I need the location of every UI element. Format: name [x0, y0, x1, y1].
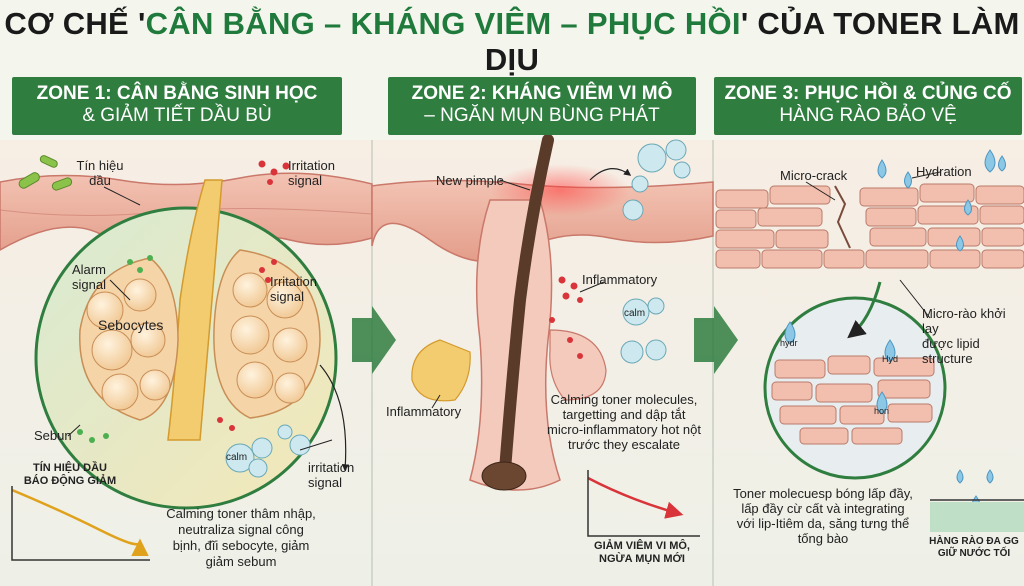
- leader-lines: [67, 171, 941, 451]
- hair-shaft: [499, 134, 554, 476]
- zone1-trend-line: [11, 488, 149, 557]
- zone3-zoom-cells: [771, 355, 935, 445]
- label-sebun: Sebun: [34, 428, 72, 443]
- label-hydration: Hydration: [916, 164, 972, 179]
- title-accent: CÂN BẰNG – KHÁNG VIÊM – PHỤC HỒI: [145, 6, 741, 41]
- zone1-header-line2: & GIẢM TIẾT DẦU BÙ: [82, 105, 272, 126]
- zone1-irritation-dots: [217, 160, 290, 431]
- label-irritation-top: Irritation signal: [288, 158, 335, 188]
- label-irritation-mid: Irritation signal: [270, 274, 317, 304]
- micro-crack-line: [834, 185, 851, 249]
- zone3-header-line1: ZONE 3: PHỤC HỒI & CỦNG CỐ: [724, 83, 1012, 104]
- zone1-alarm-dots: [77, 255, 153, 443]
- zone3-header: ZONE 3: PHỤC HỒI & CỦNG CỐ HÀNG RÀO BẢO …: [714, 77, 1022, 135]
- zone2-inflammatory-dots: [549, 276, 583, 359]
- zone1-header-line1: ZONE 1: CÂN BẰNG SINH HỌC: [36, 83, 318, 104]
- label-hydr: hydr: [780, 338, 798, 348]
- zone2-header-line2: – NGĂN MỤN BÙNG PHÁT: [424, 105, 660, 126]
- zone2-header-line1: ZONE 2: KHÁNG VIÊM VI MÔ: [411, 83, 673, 104]
- label-alarm-signal: Alarm signal: [72, 262, 106, 292]
- label-micro-crack: Micro-crack: [780, 168, 848, 183]
- sebocyte-cells: [86, 272, 308, 411]
- zone3-box-caption: HÀNG RÀO ĐA GG GIỮ NƯỚC TỐI: [929, 536, 1019, 559]
- zone2-box-caption: GIẢM VIÊM VI MÔ, NGỪA MỤN MỚI: [594, 540, 690, 565]
- label-sebocytes: Sebocytes: [98, 317, 164, 333]
- zone2-caption: Calming toner molecules, targetting and …: [547, 392, 701, 452]
- arrow-zone2-to-zone3: [694, 306, 738, 374]
- zone1-calm-molecules: [225, 424, 311, 478]
- zone3-cell-layer: [715, 183, 1024, 269]
- title-prefix: CƠ CHẾ ': [4, 6, 146, 41]
- zone2-calm-molecules: [620, 139, 691, 364]
- bacteria-decor: [18, 155, 73, 191]
- label-hon: hon: [874, 406, 890, 416]
- label-tin-hieu-dau: Tín hiệu dầu: [76, 158, 124, 188]
- label-inflammatory-left: Inflammatory: [386, 404, 462, 419]
- hair-bulb: [481, 461, 527, 491]
- label-irritation-bottom: irritation signal: [308, 460, 355, 490]
- zone1-box-caption: TÍN HIỆU DẦU BÁO ĐỘNG GIẢM: [23, 462, 117, 487]
- label-new-pimple: New pimple: [436, 173, 504, 188]
- zone2-trend-line: [587, 476, 684, 519]
- hydration-drops: [784, 149, 1006, 519]
- zone1-header: ZONE 1: CÂN BẰNG SINH HỌC & GIẢM TIẾT DẦ…: [12, 77, 342, 135]
- zone3-header-line2: HÀNG RÀO BẢO VỆ: [779, 105, 957, 126]
- label-zone1-calm: calm: [226, 452, 248, 463]
- zone1-caption: Calming toner thâm nhập, neutraliza sign…: [166, 506, 316, 569]
- zone3-caption: Toner molecuesp bóng lấp đầy, lấp đầy cừ…: [733, 486, 913, 546]
- title-suffix: ' CỦA TONER LÀM DỊU: [484, 6, 1020, 77]
- zone2-follicle: [411, 134, 607, 491]
- label-zone2-calm: calm: [624, 308, 646, 319]
- label-micro-rao: Micro-rào khởi lay được lipid structure: [922, 306, 1006, 366]
- label-inflammatory-right: Inflammatory: [582, 272, 658, 287]
- label-hyd: Hyd: [882, 354, 899, 364]
- arrow-zone1-to-zone2: [352, 306, 396, 374]
- page-title: CƠ CHẾ 'CÂN BẰNG – KHÁNG VIÊM – PHỤC HỒI…: [0, 6, 1024, 78]
- zone2-header: ZONE 2: KHÁNG VIÊM VI MÔ – NGĂN MỤN BÙNG…: [388, 77, 696, 135]
